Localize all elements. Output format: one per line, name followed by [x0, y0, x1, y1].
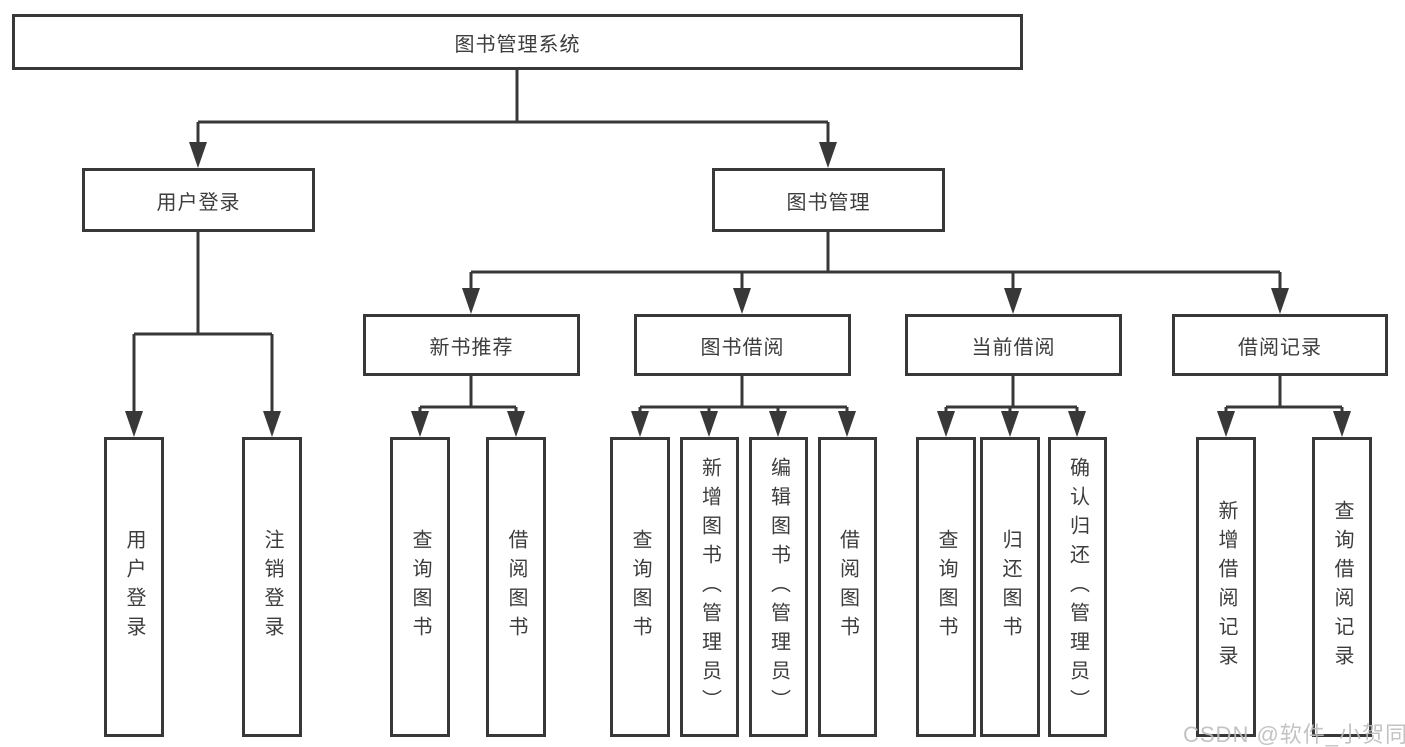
- leaf-user-login-label: 用户登录: [123, 529, 145, 645]
- node-new-book-recommend-label: 新书推荐: [429, 336, 514, 359]
- leaf-query-books-label: 查询图书: [935, 529, 957, 645]
- leaf-borrow-books-label: 借阅图书: [505, 529, 527, 645]
- leaf-query-books-label: 查询图书: [409, 529, 431, 645]
- edge-book-mgmt-children: [462, 232, 1289, 314]
- leaf-confirm-return-admin-label: 确认归还（管理员）: [1066, 456, 1089, 718]
- node-book-mgmt: 图书管理: [712, 168, 945, 232]
- edge-current-borrow-children: [937, 376, 1086, 437]
- edge-user-login-children: [125, 232, 281, 437]
- leaf-return-books: 归还图书: [980, 437, 1040, 737]
- edge-borrow-records-children: [1217, 376, 1351, 437]
- leaf-add-borrow-record-label: 新增借阅记录: [1215, 500, 1237, 674]
- leaf-user-login: 用户登录: [104, 437, 164, 737]
- leaf-query-books-label: 查询图书: [629, 529, 651, 645]
- node-current-borrow-label: 当前借阅: [971, 336, 1056, 359]
- leaf-confirm-return-admin: 确认归还（管理员）: [1048, 437, 1107, 737]
- leaf-add-books-admin-label: 新增图书（管理员）: [698, 456, 721, 718]
- node-user-login-label: 用户登录: [156, 191, 241, 214]
- csdn-watermark: CSDN @软件_小贺同学: [1183, 722, 1405, 747]
- leaf-query-books: 查询图书: [916, 437, 976, 737]
- leaf-query-borrow-record: 查询借阅记录: [1312, 437, 1372, 737]
- node-new-book-recommend: 新书推荐: [363, 314, 580, 376]
- leaf-query-books: 查询图书: [390, 437, 450, 737]
- node-root-label: 图书管理系统: [454, 33, 581, 56]
- node-root: 图书管理系统: [12, 14, 1023, 70]
- leaf-borrow-books-label: 借阅图书: [836, 529, 859, 645]
- edge-book-borrow-children: [631, 376, 856, 437]
- leaf-query-books: 查询图书: [610, 437, 670, 737]
- edge-new-book-rec-children: [411, 376, 525, 437]
- edge-root-to-level2: [189, 70, 837, 168]
- node-book-borrow: 图书借阅: [634, 314, 851, 376]
- leaf-logout-label: 注销登录: [261, 529, 283, 645]
- node-book-mgmt-label: 图书管理: [786, 191, 871, 214]
- leaf-add-books-admin: 新增图书（管理员）: [680, 437, 739, 737]
- node-borrow-records-label: 借阅记录: [1238, 336, 1322, 359]
- node-current-borrow: 当前借阅: [905, 314, 1122, 376]
- leaf-add-borrow-record: 新增借阅记录: [1196, 437, 1256, 737]
- node-borrow-records: 借阅记录: [1172, 314, 1388, 376]
- leaf-logout: 注销登录: [242, 437, 302, 737]
- leaf-borrow-books: 借阅图书: [486, 437, 546, 737]
- leaf-edit-books-admin: 编辑图书（管理员）: [749, 437, 808, 737]
- node-book-borrow-label: 图书借阅: [700, 336, 785, 359]
- node-user-login: 用户登录: [82, 168, 315, 232]
- leaf-edit-books-admin-label: 编辑图书（管理员）: [767, 456, 790, 718]
- leaf-return-books-label: 归还图书: [999, 529, 1021, 645]
- leaf-query-borrow-record-label: 查询借阅记录: [1331, 500, 1353, 674]
- leaf-borrow-books: 借阅图书: [818, 437, 877, 737]
